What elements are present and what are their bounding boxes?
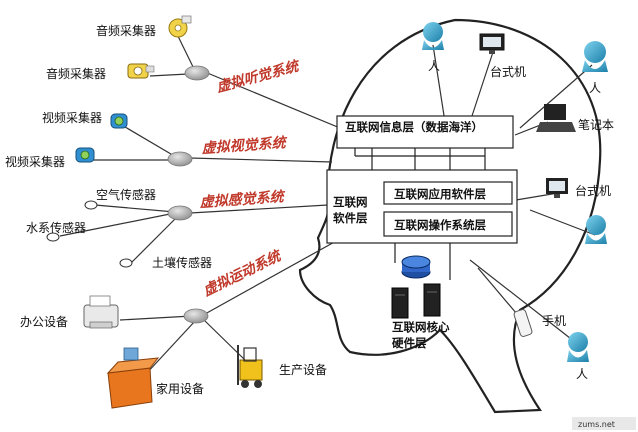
hub-vision — [167, 151, 193, 167]
laptop-icon — [536, 104, 576, 132]
person-label-top: 人 — [428, 59, 440, 73]
hub-motion — [183, 308, 209, 324]
info-layer-label: 互联网信息层（数据海洋） — [345, 120, 483, 134]
app-layer-label: 互联网应用软件层 — [394, 187, 486, 201]
audio-collector-label-2: 音频采集器 — [46, 66, 106, 81]
air-sensor-label: 空气传感器 — [96, 187, 156, 202]
motion-system-label: 虚拟运动系统 — [199, 246, 286, 300]
layer-bus — [354, 148, 486, 280]
server-icon — [391, 283, 441, 319]
router-icon — [401, 255, 431, 279]
forklift-icon — [237, 345, 263, 388]
software-layer-label-line2: 软件层 — [333, 211, 368, 225]
printer-icon — [83, 295, 119, 329]
desktop-label-top: 台式机 — [490, 64, 526, 79]
hardware-layer-label-line2: 硬件层 — [392, 336, 427, 350]
connector-lines — [59, 29, 596, 376]
phone-label: 手机 — [542, 314, 566, 328]
camera-icon — [75, 147, 95, 163]
audio-collector-label-1: 音频采集器 — [96, 23, 156, 38]
hub-hearing — [184, 65, 210, 81]
video-collector-label-2: 视频采集器 — [5, 154, 65, 169]
watermark-bg — [572, 417, 636, 430]
hearing-system-label: 虚拟听觉系统 — [214, 57, 303, 96]
watermark: zums.net — [578, 420, 615, 429]
person-label-right: 人 — [589, 81, 601, 95]
person-icon — [585, 215, 607, 244]
webcam-icon — [110, 113, 128, 129]
desktop-icon — [546, 178, 568, 198]
hardware-layer-label-line1: 互联网核心 — [392, 320, 450, 334]
home-device-label: 家用设备 — [156, 381, 204, 396]
vision-system-label: 虚拟视觉系统 — [200, 134, 289, 157]
water-sensor-label: 水系传感器 — [26, 220, 86, 235]
soil-sensor-node — [119, 258, 133, 268]
office-device-label: 办公设备 — [20, 314, 68, 329]
hubs — [167, 65, 210, 324]
software-layer-label-line1: 互联网 — [333, 195, 368, 209]
air-sensor-node — [84, 200, 98, 210]
person-icon — [567, 332, 589, 362]
cd-icon — [168, 15, 192, 38]
desktop-label-mid: 台式机 — [575, 183, 611, 198]
app-layer-box: 互联网应用软件层 — [383, 181, 513, 205]
production-device-label: 生产设备 — [279, 363, 327, 377]
mobile-phone-icon — [513, 309, 533, 337]
hub-sense — [167, 205, 193, 221]
desktop-icon — [479, 33, 505, 54]
soil-sensor-label: 土壤传感器 — [152, 255, 212, 270]
home-appliance-icon — [106, 347, 160, 409]
person-icon — [422, 22, 444, 50]
info-layer-box: 互联网信息层（数据海洋） — [336, 115, 514, 149]
person-icon — [582, 41, 608, 72]
video-collector-label-1: 视频采集器 — [42, 110, 102, 125]
water-sensor-node — [46, 232, 60, 242]
os-layer-box: 互联网操作系统层 — [383, 211, 513, 237]
person-label-bottom: 人 — [576, 367, 588, 381]
laptop-label: 笔记本 — [578, 117, 614, 132]
os-layer-label: 互联网操作系统层 — [394, 218, 486, 232]
sense-system-label: 虚拟感觉系统 — [198, 188, 287, 211]
cd-drive-icon — [127, 63, 155, 79]
